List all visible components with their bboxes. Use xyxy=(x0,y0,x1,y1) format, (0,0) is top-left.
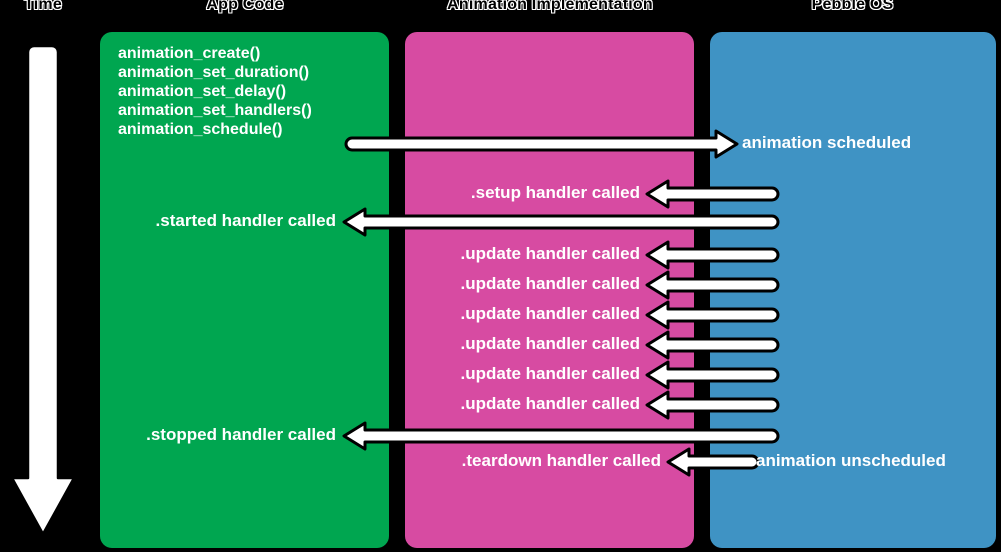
column-header-app-code: App Code xyxy=(206,0,284,14)
message-label-animation-unscheduled: animation unscheduled xyxy=(756,451,946,470)
column-header-animation-implementation: Animation Implementation xyxy=(447,0,654,14)
message-label-update-handler-3: .update handler called xyxy=(460,304,641,323)
message-label-update-handler-2: .update handler called xyxy=(460,274,641,293)
message-label-animation-scheduled: animation scheduled xyxy=(742,133,912,152)
call-animation-set-duration: animation_set_duration() xyxy=(118,64,310,81)
message-label-stopped-handler: .stopped handler called xyxy=(146,425,336,444)
call-animation-create: animation_create() xyxy=(118,45,261,62)
lane-pebble-os xyxy=(710,32,996,548)
message-label-update-handler-6: .update handler called xyxy=(460,394,641,413)
message-label-started-handler: .started handler called xyxy=(155,211,336,230)
message-label-setup-handler: .setup handler called xyxy=(470,183,640,202)
message-label-update-handler-1: .update handler called xyxy=(460,244,641,263)
column-header-pebble-os: Pebble OS xyxy=(811,0,894,14)
call-animation-schedule: animation_schedule() xyxy=(118,121,283,138)
message-label-teardown-handler: .teardown handler called xyxy=(461,451,661,470)
call-animation-set-handlers: animation_set_handlers() xyxy=(118,102,312,119)
call-animation-set-delay: animation_set_delay() xyxy=(118,83,287,100)
time-down-arrow-icon xyxy=(10,44,76,536)
message-label-update-handler-5: .update handler called xyxy=(460,364,641,383)
lane-app-code xyxy=(100,32,389,548)
column-header-time: Time xyxy=(24,0,63,14)
app-code-call-list: animation_create() animation_set_duratio… xyxy=(118,44,312,139)
message-label-update-handler-4: .update handler called xyxy=(460,334,641,353)
